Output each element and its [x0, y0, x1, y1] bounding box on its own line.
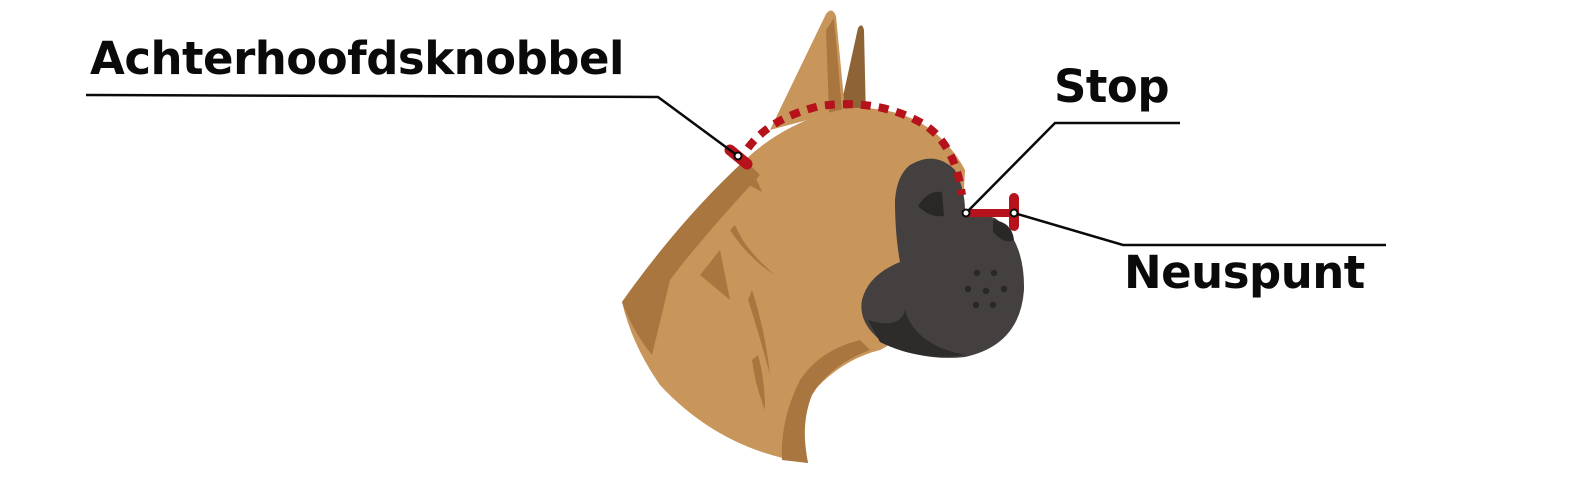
nose-icon: [993, 220, 1014, 242]
neck-front-shade: [781, 340, 870, 463]
skull-measure-dashed-line: [744, 100, 966, 196]
muzzle-shape: [861, 158, 1025, 358]
nose-tip-leader-line: [1013, 211, 1386, 247]
occiput-label: Achterhoofdsknobbel: [90, 32, 624, 85]
stop-leader-line: [965, 121, 1180, 214]
fur-streak: [700, 250, 730, 300]
whisker-dots: [964, 269, 1008, 309]
fur-streak: [748, 290, 770, 375]
fur-streak: [752, 355, 765, 410]
neck-back-shade: [622, 160, 760, 355]
ear-inner-shade: [826, 18, 842, 140]
nose-tip-label: Neuspunt: [1124, 246, 1365, 299]
occiput-point-icon: [733, 151, 743, 161]
front-ear-icon: [770, 10, 845, 131]
occiput-leader-line: [85, 93, 739, 158]
stop-label: Stop: [1054, 60, 1170, 113]
nose-tip-point-icon: [1009, 208, 1019, 218]
muzzle-shadow: [868, 310, 965, 357]
fur-streak: [730, 225, 775, 275]
stop-point-icon: [961, 208, 971, 218]
eye-icon: [918, 191, 944, 217]
neck-shape: [622, 107, 965, 463]
back-ear-icon: [840, 25, 866, 120]
